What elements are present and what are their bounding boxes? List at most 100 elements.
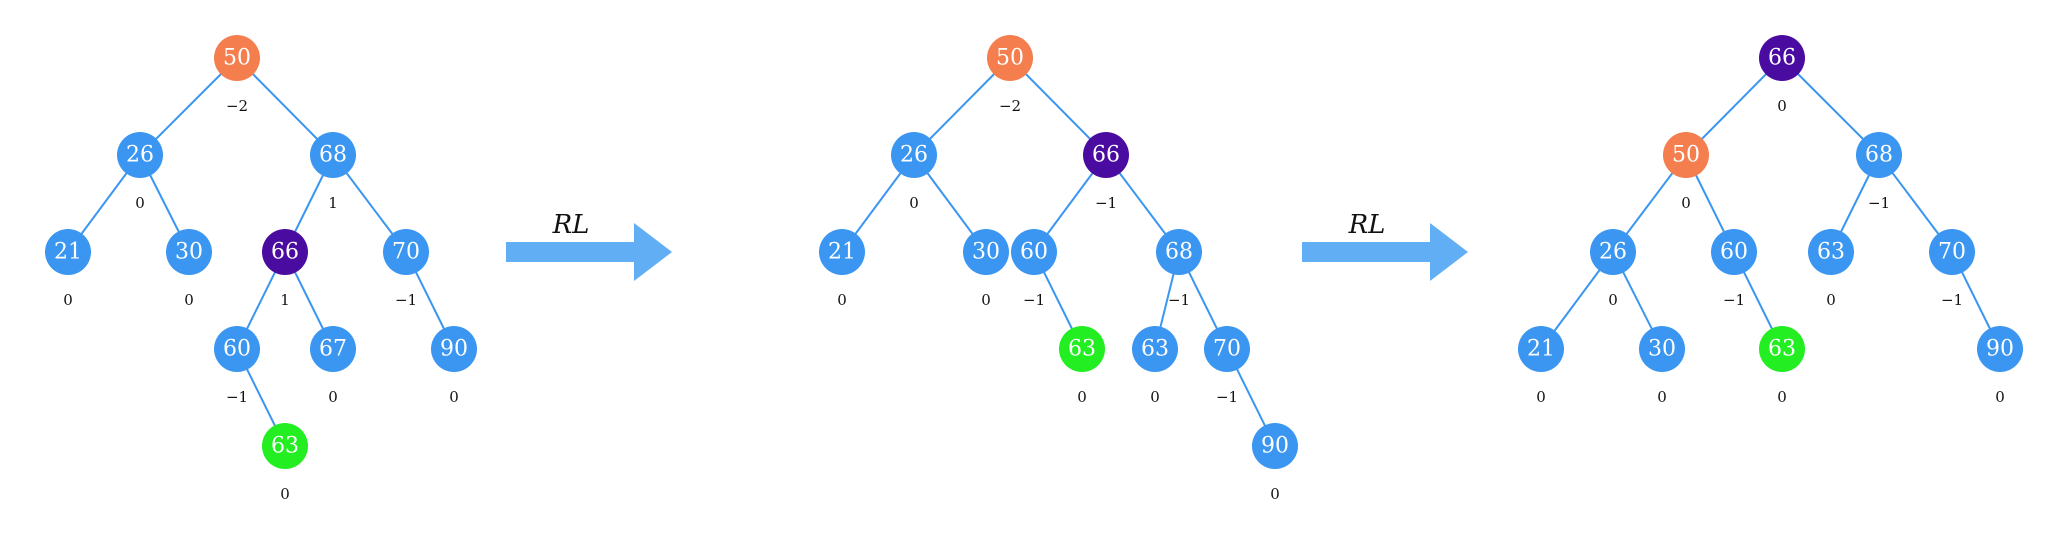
node-value: 50 (996, 46, 1024, 71)
node-value: 21 (828, 240, 856, 265)
node-value: 30 (1648, 337, 1676, 362)
node-circle (262, 423, 308, 469)
tree-node: 260 (117, 132, 163, 212)
balance-factor: 0 (837, 291, 847, 309)
balance-factor: 1 (328, 194, 338, 212)
balance-factor: 0 (184, 291, 194, 309)
node-value: 60 (1020, 240, 1048, 265)
tree-node: 60 −1 (214, 326, 260, 406)
tree-node: 630 (1132, 326, 1178, 406)
node-circle (214, 326, 260, 372)
balance-factor: 0 (1536, 388, 1546, 406)
balance-factor: 0 (1995, 388, 2005, 406)
node-circle (166, 229, 212, 275)
node-value: 21 (1527, 337, 1555, 362)
balance-factor: 0 (1826, 291, 1836, 309)
rotation-label: RL (1348, 210, 1386, 240)
tree-node: 21 0 (819, 229, 865, 309)
node-value: 90 (440, 337, 468, 362)
balance-factor: 0 (280, 485, 290, 503)
node-value: 26 (1599, 240, 1627, 265)
node-value: 63 (1141, 337, 1169, 362)
node-value: 30 (175, 240, 203, 265)
node-value: 68 (1165, 240, 1193, 265)
balance-factor: −1 (1023, 291, 1045, 309)
node-value: 63 (1768, 337, 1796, 362)
tree-node: 210 (45, 229, 91, 309)
node-circle (1977, 326, 2023, 372)
node-value: 70 (1213, 337, 1241, 362)
node-circle (1639, 326, 1685, 372)
tree-node: 681 (310, 132, 356, 212)
tree-node: 66 0 (1759, 35, 1805, 115)
balance-factor: −1 (1723, 291, 1745, 309)
node-value: 63 (1068, 337, 1096, 362)
tree-node: 26 0 (1590, 229, 1636, 309)
node-value: 50 (1672, 143, 1700, 168)
node-circle (45, 229, 91, 275)
rotation-arrow: RL (506, 210, 672, 281)
tree-node: 630 (1059, 326, 1105, 406)
arrows-layer: RL RL (506, 210, 1468, 281)
node-value: 67 (319, 337, 347, 362)
node-circle (1518, 326, 1564, 372)
node-circle (1590, 229, 1636, 275)
node-circle (1059, 326, 1105, 372)
node-value: 63 (271, 434, 299, 459)
rotation-label: RL (552, 210, 590, 240)
rotation-arrow: RL (1302, 210, 1468, 281)
node-value: 60 (223, 337, 251, 362)
tree-node: 300 (963, 229, 1009, 309)
node-value: 68 (1865, 143, 1893, 168)
balance-factor: 0 (1777, 388, 1787, 406)
node-circle (1808, 229, 1854, 275)
node-circle (987, 35, 1033, 81)
tree-node: 68−1 (1856, 132, 1902, 212)
arrow-shape (1302, 223, 1468, 281)
tree-node: 60 −1 (1011, 229, 1057, 309)
balance-factor: 1 (280, 291, 290, 309)
balance-factor: 0 (449, 388, 459, 406)
node-value: 66 (1768, 46, 1796, 71)
tree-node: 30 0 (1639, 326, 1685, 406)
node-circle (310, 132, 356, 178)
tree-node: 63 0 (1808, 229, 1854, 309)
node-value: 66 (1092, 143, 1120, 168)
node-circle (963, 229, 1009, 275)
tree-node: 70−1 (1929, 229, 1975, 309)
node-value: 60 (1720, 240, 1748, 265)
node-circle (1011, 229, 1057, 275)
node-value: 26 (126, 143, 154, 168)
node-circle (1252, 423, 1298, 469)
nodes-layer: 50−226068121030066170−160−167090063050−2… (45, 35, 2023, 503)
node-circle (1759, 35, 1805, 81)
node-value: 26 (900, 143, 928, 168)
node-circle (1156, 229, 1202, 275)
balance-factor: −1 (1095, 194, 1117, 212)
node-value: 30 (972, 240, 1000, 265)
balance-factor: −1 (395, 291, 417, 309)
node-value: 90 (1261, 434, 1289, 459)
node-value: 50 (223, 46, 251, 71)
balance-factor: −1 (226, 388, 248, 406)
tree-node: 900 (1252, 423, 1298, 503)
node-circle (262, 229, 308, 275)
node-circle (214, 35, 260, 81)
node-value: 21 (54, 240, 82, 265)
arrow-shape (506, 223, 672, 281)
node-value: 66 (271, 240, 299, 265)
node-circle (1204, 326, 1250, 372)
balance-factor: 0 (1777, 97, 1787, 115)
tree-node: 70 −1 (1204, 326, 1250, 406)
balance-factor: 0 (1681, 194, 1691, 212)
balance-factor: −2 (226, 97, 248, 115)
tree-node: 67 0 (310, 326, 356, 406)
balance-factor: 0 (1608, 291, 1618, 309)
tree-node: 60 −1 (1711, 229, 1757, 309)
balance-factor: 0 (1657, 388, 1667, 406)
node-circle (117, 132, 163, 178)
tree-node: 63 0 (262, 423, 308, 503)
balance-factor: 0 (328, 388, 338, 406)
balance-factor: −1 (1216, 388, 1238, 406)
node-value: 63 (1817, 240, 1845, 265)
